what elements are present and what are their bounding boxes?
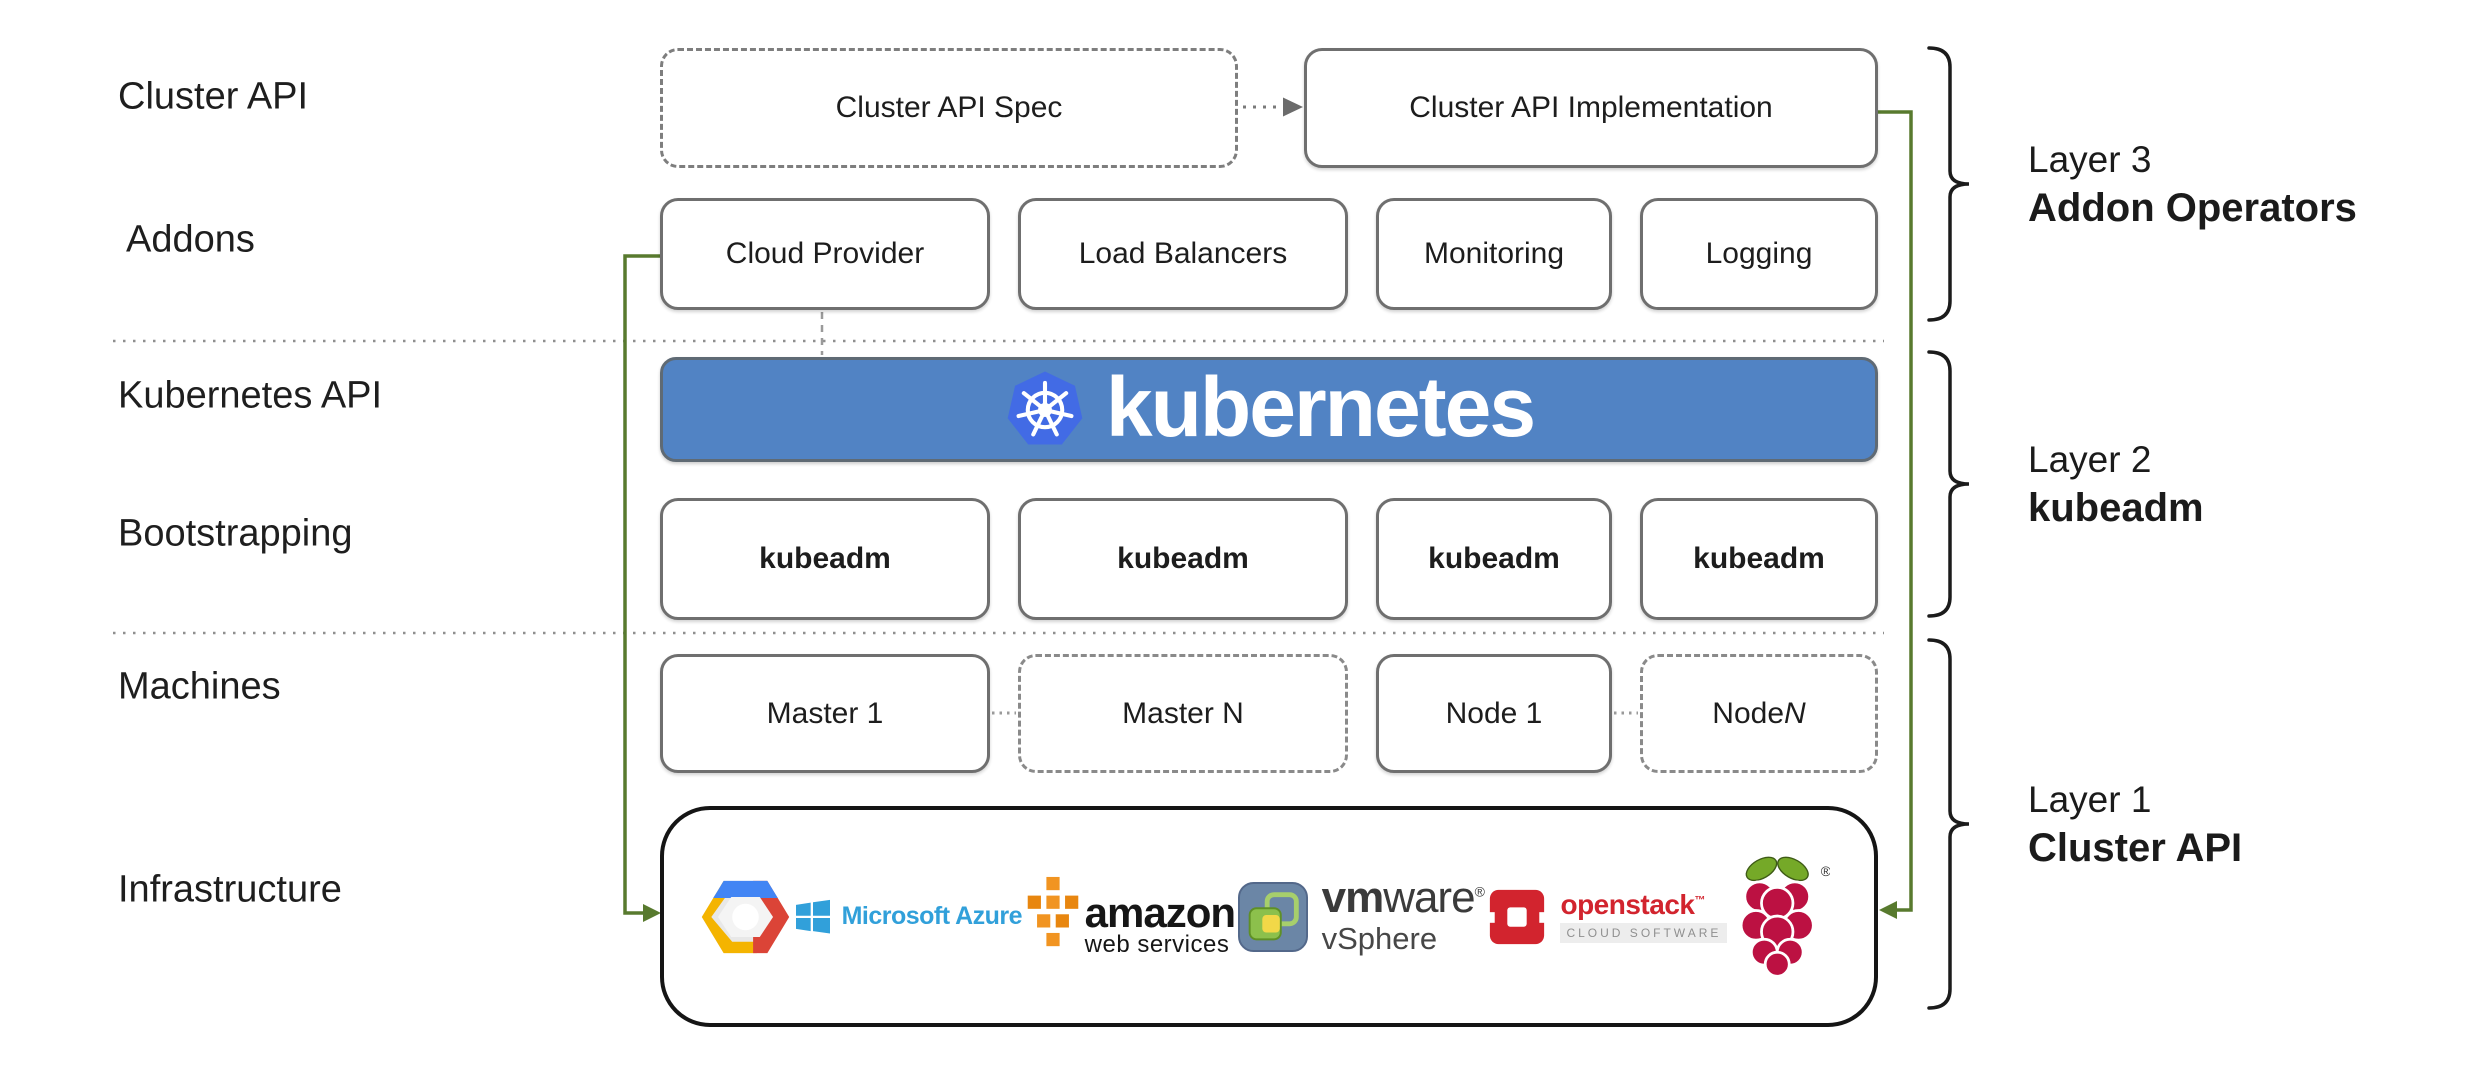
layer1-name: Cluster API [2028,826,2243,870]
kubernetes-banner: kubernetes [660,357,1878,462]
microsoft-azure-logo: Microsoft Azure [795,899,1023,934]
raspberry-pi-logo: ® [1739,856,1830,978]
layer2-name: kubeadm [2028,486,2204,530]
node-n-label: Node [1712,696,1785,730]
row-label-cluster-api: Cluster API [118,75,309,118]
cloud-provider-label: Cloud Provider [725,237,925,270]
green-arrow-right-head [1879,901,1897,919]
addon-node-logging: Logging [1640,198,1878,310]
cluster-api-spec-node: Cluster API Spec [660,48,1238,168]
layer1-label: Layer 1 Cluster API [2028,776,2242,873]
machine-node-node-1: Node 1 [1376,654,1612,773]
kubeadm-label: kubeadm [1117,542,1249,575]
layer1-bracket [1927,638,1970,1010]
openstack-logo: openstack™ CLOUD SOFTWARE [1486,886,1728,948]
layer3-name: Addon Operators [2028,186,2357,230]
amazon-label: amazon [1084,889,1236,937]
vsphere-icon [1237,881,1308,952]
master-1-label: Master 1 [766,696,884,730]
node-1-label: Node 1 [1445,696,1543,730]
azure-label: Microsoft Azure [841,902,1023,930]
amazon-web-services-logo: amazon web services [1025,873,1236,961]
kubeadm-node-1: kubeadm [660,498,990,620]
cloud-software-label: CLOUD SOFTWARE [1560,922,1728,943]
kubeadm-node-2: kubeadm [1018,498,1348,620]
row-label-infrastructure: Infrastructure [118,868,342,911]
kubeadm-label: kubeadm [1428,542,1560,575]
addon-node-cloud-provider: Cloud Provider [660,198,990,310]
kubernetes-logo-icon [1007,370,1083,444]
openstack-icon [1486,889,1549,944]
logging-label: Logging [1705,237,1813,270]
row-label-machines: Machines [118,665,281,708]
infrastructure-box: Microsoft Azure amazon web services [660,806,1878,1027]
layer3-bracket [1927,46,1970,322]
layer1-title: Layer 1 [2028,779,2152,820]
aws-cubes-icon [1025,874,1081,948]
addon-node-monitoring: Monitoring [1376,198,1612,310]
green-arrow-right-line [1878,110,1913,912]
kubernetes-wordmark: kubernetes [1105,359,1536,454]
web-services-label: web services [1084,931,1230,959]
machine-node-master-1: Master 1 [660,654,990,773]
green-arrow-left-head [643,904,661,922]
kubeadm-label: kubeadm [759,542,891,575]
layer2-title: Layer 2 [2028,439,2152,480]
machine-node-node-n: Node N [1640,654,1878,773]
row-label-kubernetes-api: Kubernetes API [118,374,383,417]
load-balancers-label: Load Balancers [1078,237,1288,270]
google-cloud-platform-logo [701,880,790,953]
spec-to-implementation-arrowhead [1283,97,1303,117]
row-label-addons: Addons [126,218,255,261]
openstack-wordmark: openstack™ [1560,888,1705,920]
azure-window-icon [795,899,830,934]
layer3-title: Layer 3 [2028,139,2152,180]
layer2-bracket [1927,350,1970,618]
machine-node-master-n: Master N [1018,654,1348,773]
cluster-api-implementation-node: Cluster API Implementation [1304,48,1878,168]
monitoring-label: Monitoring [1423,237,1565,270]
row-label-bootstrapping: Bootstrapping [118,512,353,555]
raspberry-pi-registered-mark: ® [1821,863,1830,879]
vmware-wordmark: vmware® [1321,873,1485,923]
vmware-vsphere-logo: vmware® vSphere [1237,873,1485,957]
kubeadm-label: kubeadm [1693,542,1825,575]
kubeadm-node-3: kubeadm [1376,498,1612,620]
master-n-label: Master N [1122,696,1244,730]
layer2-label: Layer 2 kubeadm [2028,436,2204,533]
addon-node-load-balancers: Load Balancers [1018,198,1348,310]
cluster-api-spec-label: Cluster API Spec [835,91,1063,124]
vsphere-label: vSphere [1321,921,1438,957]
cluster-api-implementation-label: Cluster API Implementation [1409,91,1773,124]
green-arrow-left-line [623,254,660,915]
layer3-label: Layer 3 Addon Operators [2028,136,2357,233]
kubeadm-node-4: kubeadm [1640,498,1878,620]
